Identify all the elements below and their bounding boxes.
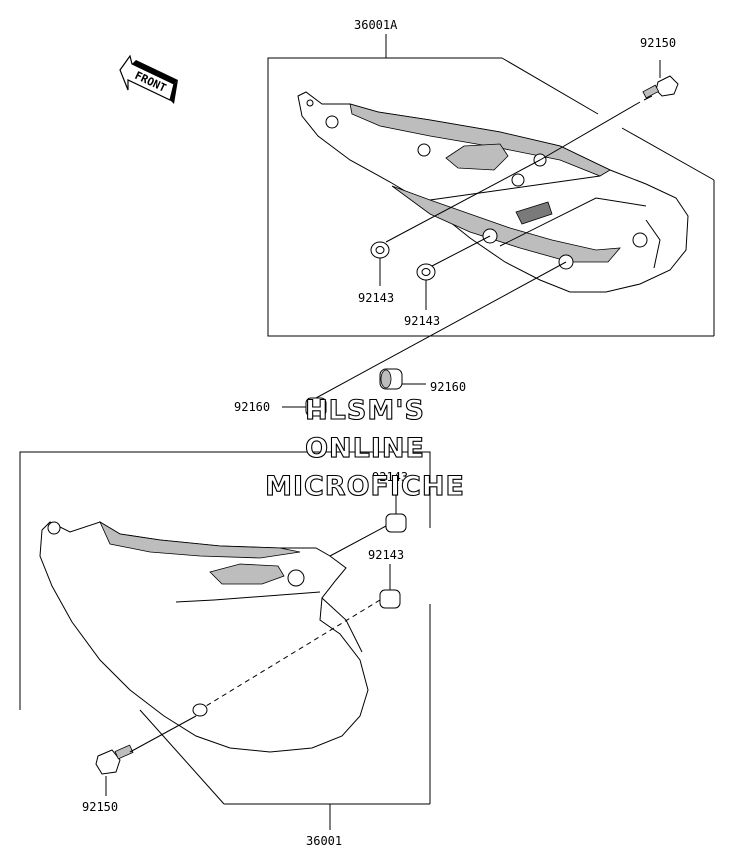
- upper-collar-icons: [370, 241, 436, 281]
- upper-assembly-frame: [267, 34, 715, 337]
- callout-92160-right: 92160: [430, 380, 466, 394]
- watermark-line-2: ONLINE: [305, 433, 425, 464]
- callout-92160-left: 92160: [234, 400, 270, 414]
- lower-collar-icons: [379, 513, 407, 609]
- callout-36001: 36001: [306, 834, 342, 848]
- grommet-left-icon: [282, 261, 567, 417]
- grommet-icon: [379, 368, 426, 390]
- front-arrow-icon: FRONT: [119, 54, 178, 104]
- lower-side-cover: [39, 520, 369, 753]
- watermark: HLSM'S ONLINE MICROFICHE: [265, 394, 465, 502]
- callout-92150-upper: 92150: [640, 36, 676, 50]
- watermark-line-1: HLSM'S: [305, 395, 425, 426]
- callout-92143-upper-left: 92143: [358, 291, 394, 305]
- watermark-line-3: MICROFICHE: [265, 471, 465, 502]
- upper-leader-lines: [379, 60, 661, 310]
- upper-bolt-icon: [642, 75, 679, 101]
- lower-leader-lines: [105, 484, 397, 796]
- lower-bolt-icon: [95, 744, 134, 775]
- callout-92143-lower-top: 92143: [372, 470, 408, 484]
- callout-92143-upper-right: 92143: [404, 314, 440, 328]
- callout-92150-lower: 92150: [82, 800, 118, 814]
- callout-92143-lower-mid: 92143: [368, 548, 404, 562]
- callout-36001a: 36001A: [354, 18, 398, 32]
- lower-assembly-frame: [19, 451, 431, 830]
- upper-side-cover: [297, 91, 689, 293]
